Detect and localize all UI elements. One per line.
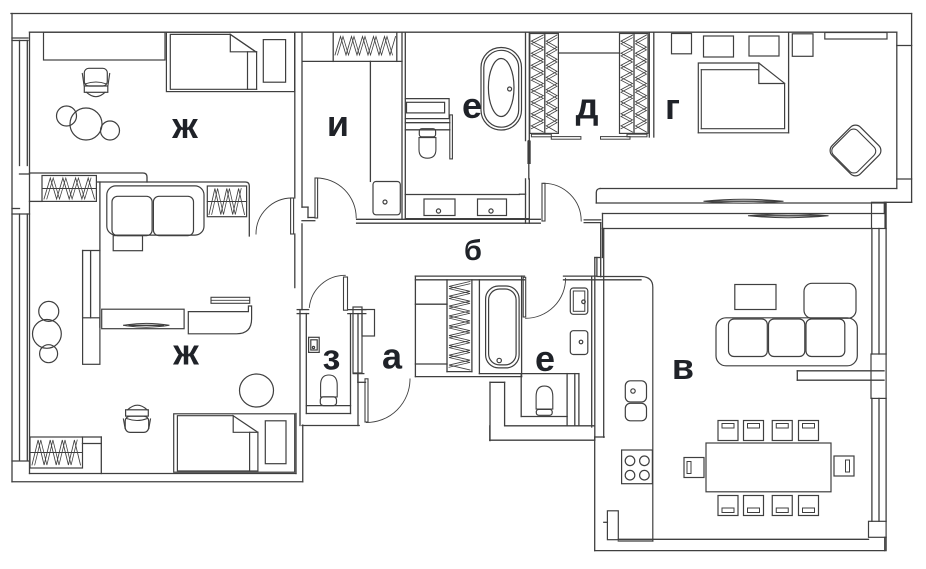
svg-text:з: з <box>323 337 341 378</box>
svg-text:а: а <box>382 336 403 377</box>
svg-text:е: е <box>462 85 482 126</box>
svg-text:г: г <box>665 86 680 127</box>
svg-text:е: е <box>535 338 555 379</box>
svg-text:б: б <box>464 235 482 267</box>
svg-text:ж: ж <box>172 332 199 373</box>
svg-text:ж: ж <box>171 105 198 146</box>
svg-text:в: в <box>672 346 694 387</box>
svg-text:и: и <box>327 103 349 144</box>
svg-text:д: д <box>576 86 599 127</box>
